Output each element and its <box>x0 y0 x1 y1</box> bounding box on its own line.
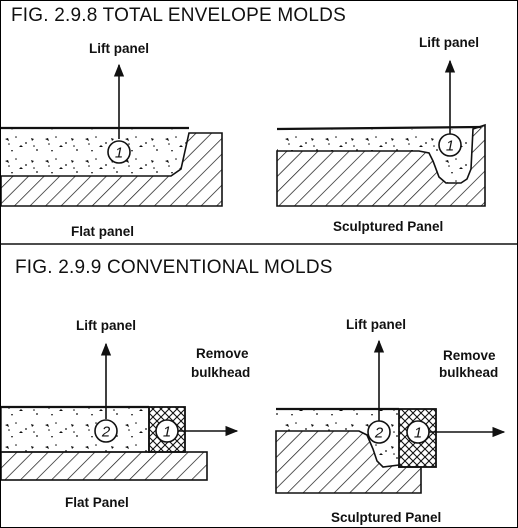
envelope-mold <box>276 123 486 207</box>
fig-2-9-9-title: FIG. 2.9.9 CONVENTIONAL MOLDS <box>15 257 333 278</box>
remove-label-line2: bulkhead <box>191 365 250 380</box>
casting-bed <box>1 451 208 481</box>
casting-bed <box>275 430 422 494</box>
concrete-panel <box>276 409 399 467</box>
lift-panel-label: Lift panel <box>76 318 136 333</box>
marker-number-bulkhead: 1 <box>163 424 171 441</box>
marker-circle <box>107 140 131 164</box>
lift-panel-label: Lift panel <box>419 35 479 50</box>
lift-panel-label: Lift panel <box>346 317 406 332</box>
concrete-panel <box>1 406 150 453</box>
marker-circle <box>438 133 462 157</box>
envelope-mold <box>1 132 223 207</box>
remove-label-line1: Remove <box>196 346 249 361</box>
concrete-panel <box>277 129 471 183</box>
marker-number-panel: 2 <box>374 425 384 442</box>
flat-panel-conventional: Lift panel 2 1 Remove bulkhead Flat Pane… <box>1 318 250 510</box>
caption-flat-panel: Flat Panel <box>65 495 129 510</box>
concrete-panel <box>1 128 189 176</box>
marker-number: 1 <box>115 145 123 162</box>
marker-circle-panel <box>367 420 391 444</box>
marker-number: 1 <box>446 138 454 155</box>
remove-label-line2: bulkhead <box>439 365 498 380</box>
sculptured-panel-total-envelope: Lift panel 1 Sculptured Panel <box>276 35 486 234</box>
caption-sculptured-panel: Sculptured Panel <box>331 510 441 525</box>
remove-label-line1: Remove <box>443 348 496 363</box>
caption-flat-panel: Flat panel <box>71 224 134 239</box>
flat-panel-total-envelope: Lift panel 1 Flat panel <box>1 41 223 239</box>
caption-sculptured-panel: Sculptured Panel <box>333 219 443 234</box>
lift-panel-label: Lift panel <box>89 41 149 56</box>
marker-number-panel: 2 <box>101 424 111 441</box>
marker-circle-panel <box>94 419 118 443</box>
sculptured-panel-conventional: Lift panel 2 1 Remove bulkhead Sculpture… <box>275 317 506 525</box>
fig-2-9-8-title: FIG. 2.9.8 TOTAL ENVELOPE MOLDS <box>11 5 346 26</box>
marker-number-bulkhead: 1 <box>414 425 422 442</box>
